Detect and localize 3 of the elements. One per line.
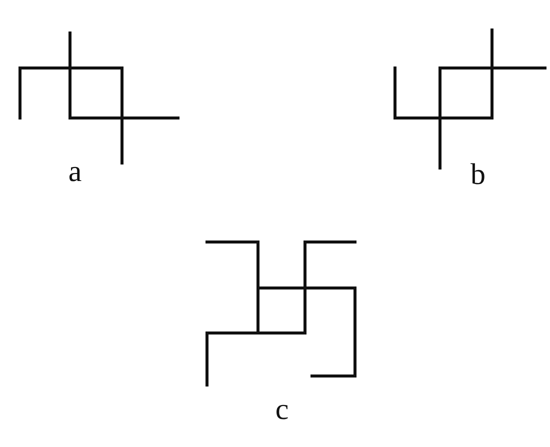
figure-label: c (275, 395, 289, 425)
figure-label: a (68, 157, 82, 187)
figure-label: b (470, 160, 486, 190)
